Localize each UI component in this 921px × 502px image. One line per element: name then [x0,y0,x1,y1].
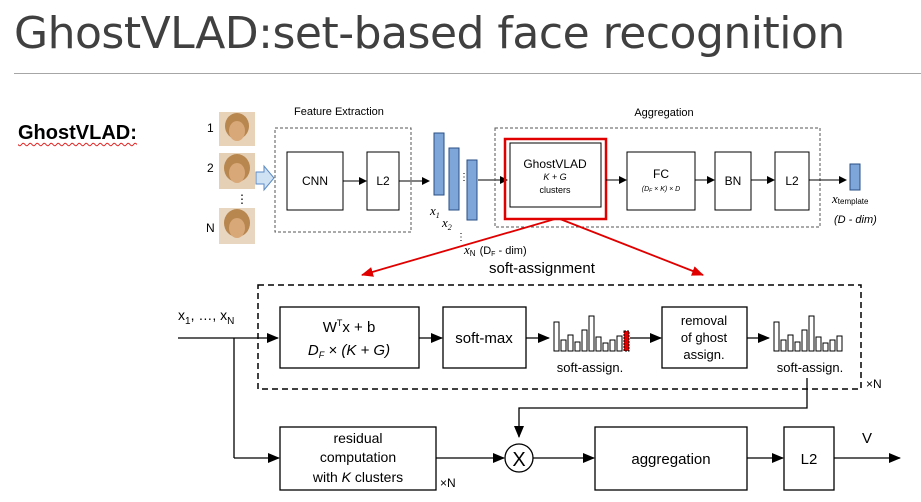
section-label: GhostVLAD: [18,122,137,144]
l2-label-top: L2 [376,174,390,188]
times-n-label-2: ×N [440,476,456,490]
x1-label: x1 [429,203,440,220]
face-image-1 [219,112,255,146]
face-image-n [219,208,255,244]
soft-assign-histogram-right [773,315,843,352]
ghostvlad-box [509,142,602,208]
removal-line3: assign. [683,347,724,362]
l2-box-top [366,151,400,211]
red-arrow-right [559,218,704,276]
softassign-to-multiply-line [514,378,808,438]
multiply-symbol: X [512,449,525,471]
face-number-n: N [206,221,215,235]
aggregation-box [494,127,821,228]
residual-box [279,426,437,491]
feature-bar-n [466,159,478,221]
feature-extraction-label: Feature Extraction [294,106,384,118]
soft-assignment-box [257,284,862,390]
l2-box-output [774,151,810,211]
slide-title: GhostVLAD:set-based face recognition [14,8,845,59]
l2-label-output: L2 [785,174,799,188]
l2-box-bottom [783,426,835,491]
face-number-2: 2 [207,161,214,175]
feature-dots: ⋮ [459,172,469,183]
fc-box [626,151,696,211]
residual-line3: with K clusters [312,469,403,485]
wtx-line2: DF × (K + G) [308,342,390,360]
removal-line1: removal [681,313,727,328]
xtemplate-label: xtemplate [831,191,869,206]
wtx-box [279,306,420,369]
red-arrow-left [361,218,556,277]
ghostvlad-line2: K + G [543,172,566,182]
face-ellipsis: ⋮ [236,192,248,206]
input-features-label: x1, …, xN [178,307,234,327]
removal-box [661,306,748,369]
input-arrow [255,164,275,192]
aggregation-box-bottom [594,426,748,491]
aggregation-label: Aggregation [634,107,693,119]
soft-assign-left-label: soft-assign. [557,360,623,375]
x2-label: x2 [441,215,452,232]
soft-assignment-label: soft-assignment [489,260,596,277]
l2-label-bottom: L2 [801,451,818,468]
cnn-label: CNN [302,174,328,188]
cnn-box [286,151,344,211]
face-image-2 [219,153,255,189]
times-n-label-1: ×N [866,377,882,391]
template-bar [849,163,861,191]
feature-extraction-box [274,127,412,233]
ghostvlad-highlight [503,137,608,221]
softmax-label: soft-max [455,330,513,347]
residual-line1: residual [333,430,382,446]
feature-bar-2 [448,147,460,211]
bn-label: BN [725,174,742,188]
soft-assign-right-label: soft-assign. [777,360,843,375]
residual-line2: computation [320,449,396,465]
soft-assign-histogram-left [553,315,630,352]
xn-label: xN(DF - dim) [463,242,527,258]
bn-box [714,151,752,211]
wtx-line1: WTx + b [323,318,376,336]
output-v-label: V [862,430,872,447]
face-number-1: 1 [207,121,214,135]
output-dim-label: (D - dim) [834,214,877,226]
ghostvlad-line3: clusters [539,185,571,195]
aggregation-label-bottom: aggregation [631,451,710,468]
fc-label: FC [653,167,669,181]
feature-bar-1 [433,132,445,196]
fc-dim-label: (DF × K) × D [642,186,680,194]
softmax-box [442,306,527,369]
vertical-dots: ⋮ [456,232,466,243]
title-divider [14,73,921,74]
removal-line2: of ghost [681,330,728,345]
ghostvlad-line1: GhostVLAD [523,157,587,171]
